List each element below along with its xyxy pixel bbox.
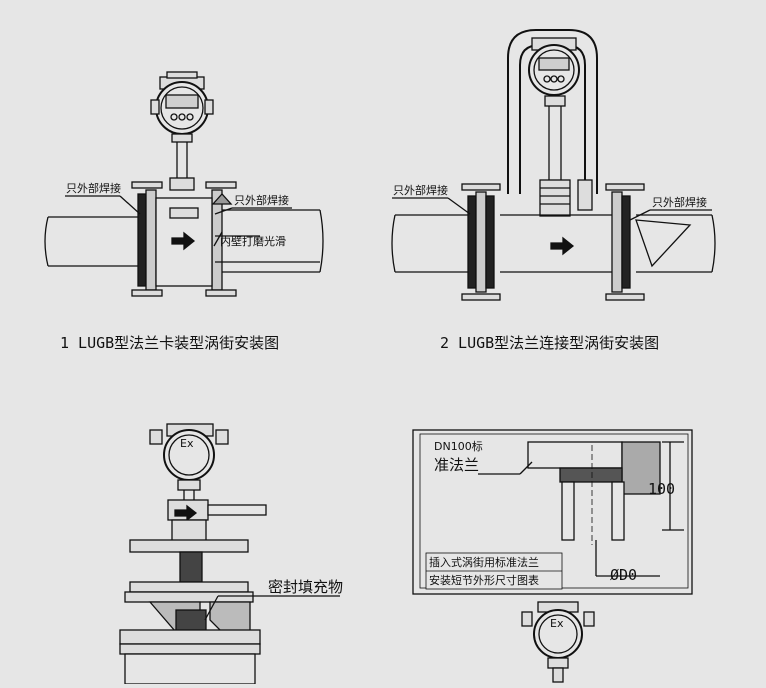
figure2-transmitter-head xyxy=(528,37,580,107)
figure2-left-flange xyxy=(467,195,477,289)
flow-arrow-icon xyxy=(171,231,196,251)
figure1-pipes xyxy=(44,209,324,273)
figure3-ex-label: Ex xyxy=(180,437,194,450)
figure1-caption: 1 LUGB型法兰卡装型涡街安装图 xyxy=(60,334,279,352)
figure4-flange-size-drawing: 100 DN100标 准法兰 ØD0 插入式涡街用标准法兰 安装短节外形尺寸图表… xyxy=(412,429,693,683)
figure4-phi-d0-label: ØD0 xyxy=(610,566,637,584)
figure2-right-flange xyxy=(611,191,623,293)
figure4-dn-line2: 准法兰 xyxy=(434,456,479,474)
figure2-right-weld-label: 只外部焊接 xyxy=(652,195,707,209)
figure2-caption: 2 LUGB型法兰连接型涡街安装图 xyxy=(440,334,659,352)
figure3-insertion-install-drawing: Ex 密封填充物 xyxy=(119,423,343,685)
figure4-ex-label: Ex xyxy=(550,617,564,630)
figure4-note-line1: 插入式涡街用标准法兰 xyxy=(429,555,539,569)
figure1-bolts xyxy=(131,181,237,297)
figure3-seal-label: 密封填充物 xyxy=(268,578,343,596)
figure4-note-line2: 安装短节外形尺寸图表 xyxy=(429,573,539,587)
figure2-flange-connection-drawing: 只外部焊接 只外部焊接 2 LUGB型法兰连接型涡街安装图 xyxy=(391,29,716,352)
figure1-transmitter-head xyxy=(150,71,214,143)
figure2-left-weld-label: 只外部焊接 xyxy=(393,183,448,197)
flow-arrow-icon xyxy=(550,236,575,256)
figure1-left-flange xyxy=(137,193,147,287)
figure3-transmitter-head: Ex xyxy=(149,423,229,491)
figure1-left-weld-label: 只外部焊接 xyxy=(66,181,121,195)
figure2-bolts xyxy=(461,183,645,301)
figure4-dn-line1: DN100标 xyxy=(434,439,483,453)
figure1-polish-label: 内壁打磨光滑 xyxy=(220,234,286,248)
figure4-transmitter-head: Ex xyxy=(521,601,595,683)
flow-arrow-icon xyxy=(174,504,198,522)
figure1-flange-clamp-drawing: 只外部焊接 只外部焊接 内壁打磨光滑 1 LUGB型法兰卡装型涡街安装图 xyxy=(44,71,324,352)
figure4-dim-100-label: 100 xyxy=(648,480,675,498)
figure1-right-weld-label: 只外部焊接 xyxy=(234,193,289,207)
